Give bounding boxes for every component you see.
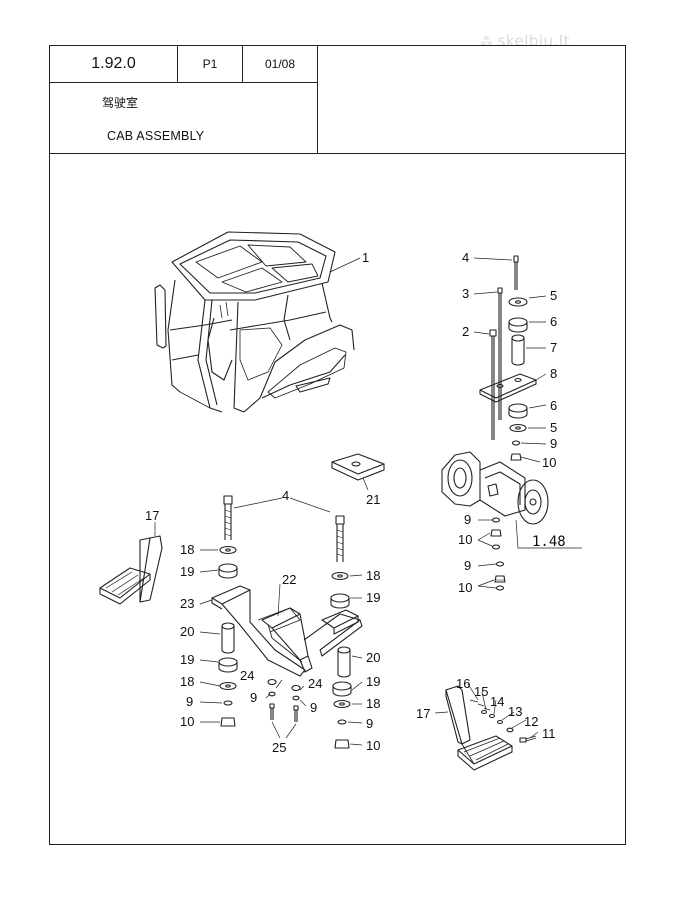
callout-15: 15	[474, 684, 488, 699]
callout-6-lower: 6	[550, 398, 557, 413]
callout-5: 5	[550, 288, 557, 303]
callout-19-right-lower: 19	[366, 674, 380, 689]
callout-9-axle: 9	[464, 512, 471, 527]
revision-date: 01/08	[243, 46, 318, 83]
callout-numbers: 1 4 3 2 5 6 7 8 6 5 9 10 21 4 17 18 19 2…	[145, 250, 566, 755]
callout-9-right: 9	[366, 716, 373, 731]
page-number: P1	[178, 46, 243, 83]
callout-14: 14	[490, 694, 504, 709]
watermark-logo-icon: ⁂	[480, 35, 494, 50]
callout-17: 17	[145, 508, 159, 523]
callout-19: 19	[180, 564, 194, 579]
callout-9: 9	[550, 436, 557, 451]
rear-mount-stack	[441, 255, 549, 591]
callout-18-lower: 18	[180, 674, 194, 689]
mount-plate-21	[331, 453, 385, 481]
callout-3: 3	[462, 286, 469, 301]
callout-11: 11	[542, 726, 556, 741]
title-chinese: 驾驶室	[102, 96, 139, 110]
callout-10-axle: 10	[458, 532, 472, 547]
callout-16: 16	[456, 676, 470, 691]
callout-19-lower: 19	[180, 652, 194, 667]
callout-9-left: 9	[186, 694, 193, 709]
callout-9-axle-lower: 9	[464, 558, 471, 573]
callout-10-axle-lower: 10	[458, 580, 472, 595]
title-block: 驾驶室 CAB ASSEMBLY	[50, 83, 318, 154]
callout-10-left: 10	[180, 714, 194, 729]
callout-5-lower: 5	[550, 420, 557, 435]
callout-8: 8	[550, 366, 557, 381]
left-step-17	[99, 535, 163, 605]
callout-20-right: 20	[366, 650, 380, 665]
callout-24: 24	[240, 668, 254, 683]
callout-20: 20	[180, 624, 194, 639]
callout-4-front: 4	[282, 488, 289, 503]
title-english: CAB ASSEMBLY	[107, 129, 205, 143]
callout-4: 4	[462, 250, 469, 265]
front-left-mount-stack	[211, 495, 306, 727]
callout-19-right: 19	[366, 590, 380, 605]
leader-lines	[154, 257, 582, 746]
callout-21: 21	[366, 492, 380, 507]
callout-9-fastener-right: 9	[310, 700, 317, 715]
callout-17-right: 17	[416, 706, 430, 721]
cross-bracket-22	[261, 607, 363, 673]
callout-18-right-lower: 18	[366, 696, 380, 711]
header-divider	[318, 153, 625, 154]
right-step-17	[445, 685, 537, 771]
callout-13: 13	[508, 704, 522, 719]
drawing-frame: 1.92.0 P1 01/08 驾驶室 CAB ASSEMBLY	[49, 45, 626, 845]
front-right-mount-stack	[321, 515, 359, 749]
callout-1: 1	[362, 250, 369, 265]
callout-10: 10	[542, 455, 556, 470]
callout-18-right: 18	[366, 568, 380, 583]
callout-7: 7	[550, 340, 557, 355]
callout-2: 2	[462, 324, 469, 339]
part-group-code: 1.92.0	[50, 46, 178, 83]
callout-24-right: 24	[308, 676, 322, 691]
callout-18: 18	[180, 542, 194, 557]
reference-group-label: 1.48	[532, 534, 566, 550]
callout-6: 6	[550, 314, 557, 329]
callout-22: 22	[282, 572, 296, 587]
callout-10-right: 10	[366, 738, 380, 753]
cab-assembly-drawing	[154, 231, 355, 413]
callout-12: 12	[524, 714, 538, 729]
small-fasteners	[267, 678, 301, 722]
callout-25: 25	[272, 740, 286, 755]
callout-9-fastener: 9	[250, 690, 257, 705]
callout-23: 23	[180, 596, 194, 611]
